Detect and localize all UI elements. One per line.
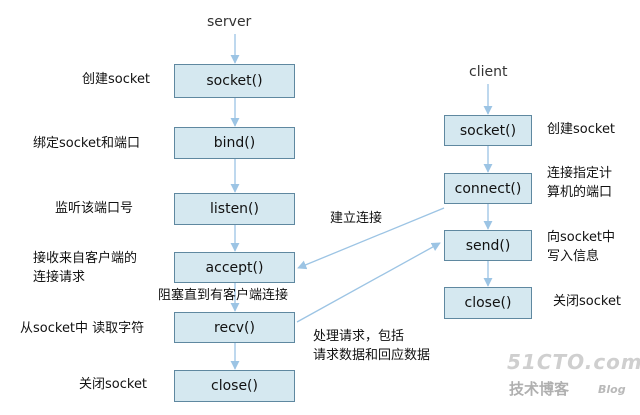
client-label-close: 关闭socket [553, 294, 622, 309]
client-send-box[interactable]: send() [444, 230, 532, 261]
server-socket-box[interactable]: socket() [174, 64, 295, 98]
server-bind-box[interactable]: bind() [174, 127, 295, 159]
watermark-subtitle: 技术博客 [509, 380, 570, 398]
client-label-send: 向socket中 写入信息 [547, 230, 616, 264]
arrow-recv-to-send [296, 242, 441, 323]
arrow-connect-to-accept [297, 207, 445, 270]
server-accept-box[interactable]: accept() [174, 252, 295, 283]
watermark-blog: Blog [598, 383, 626, 396]
client-label-create: 创建socket [547, 122, 616, 137]
annotation-block-until-connect: 阻塞直到有客户端连接 [158, 288, 289, 303]
client-close-box[interactable]: close() [444, 287, 532, 319]
server-label-bind: 绑定socket和端口 [33, 136, 141, 151]
server-label-listen: 监听该端口号 [55, 201, 134, 216]
annotation-process-request: 处理请求，包括 请求数据和回应数据 [313, 329, 431, 363]
client-connect-box[interactable]: connect() [444, 173, 532, 204]
server-label-close: 关闭socket [79, 377, 148, 392]
watermark-logo: 51CTO.com [507, 350, 640, 374]
server-listen-box[interactable]: listen() [174, 193, 295, 225]
client-title: client [469, 64, 508, 80]
client-label-connect: 连接指定计 算机的端口 [547, 166, 613, 200]
server-label-create: 创建socket [82, 72, 151, 87]
server-label-recv: 从socket中 读取字符 [20, 321, 145, 336]
server-recv-box[interactable]: recv() [174, 312, 295, 343]
server-title: server [207, 14, 252, 30]
client-socket-box[interactable]: socket() [444, 115, 532, 146]
server-close-box[interactable]: close() [174, 370, 295, 402]
annotation-establish-connection: 建立连接 [330, 211, 383, 226]
server-label-accept: 接收来自客户端的 连接请求 [33, 251, 138, 285]
